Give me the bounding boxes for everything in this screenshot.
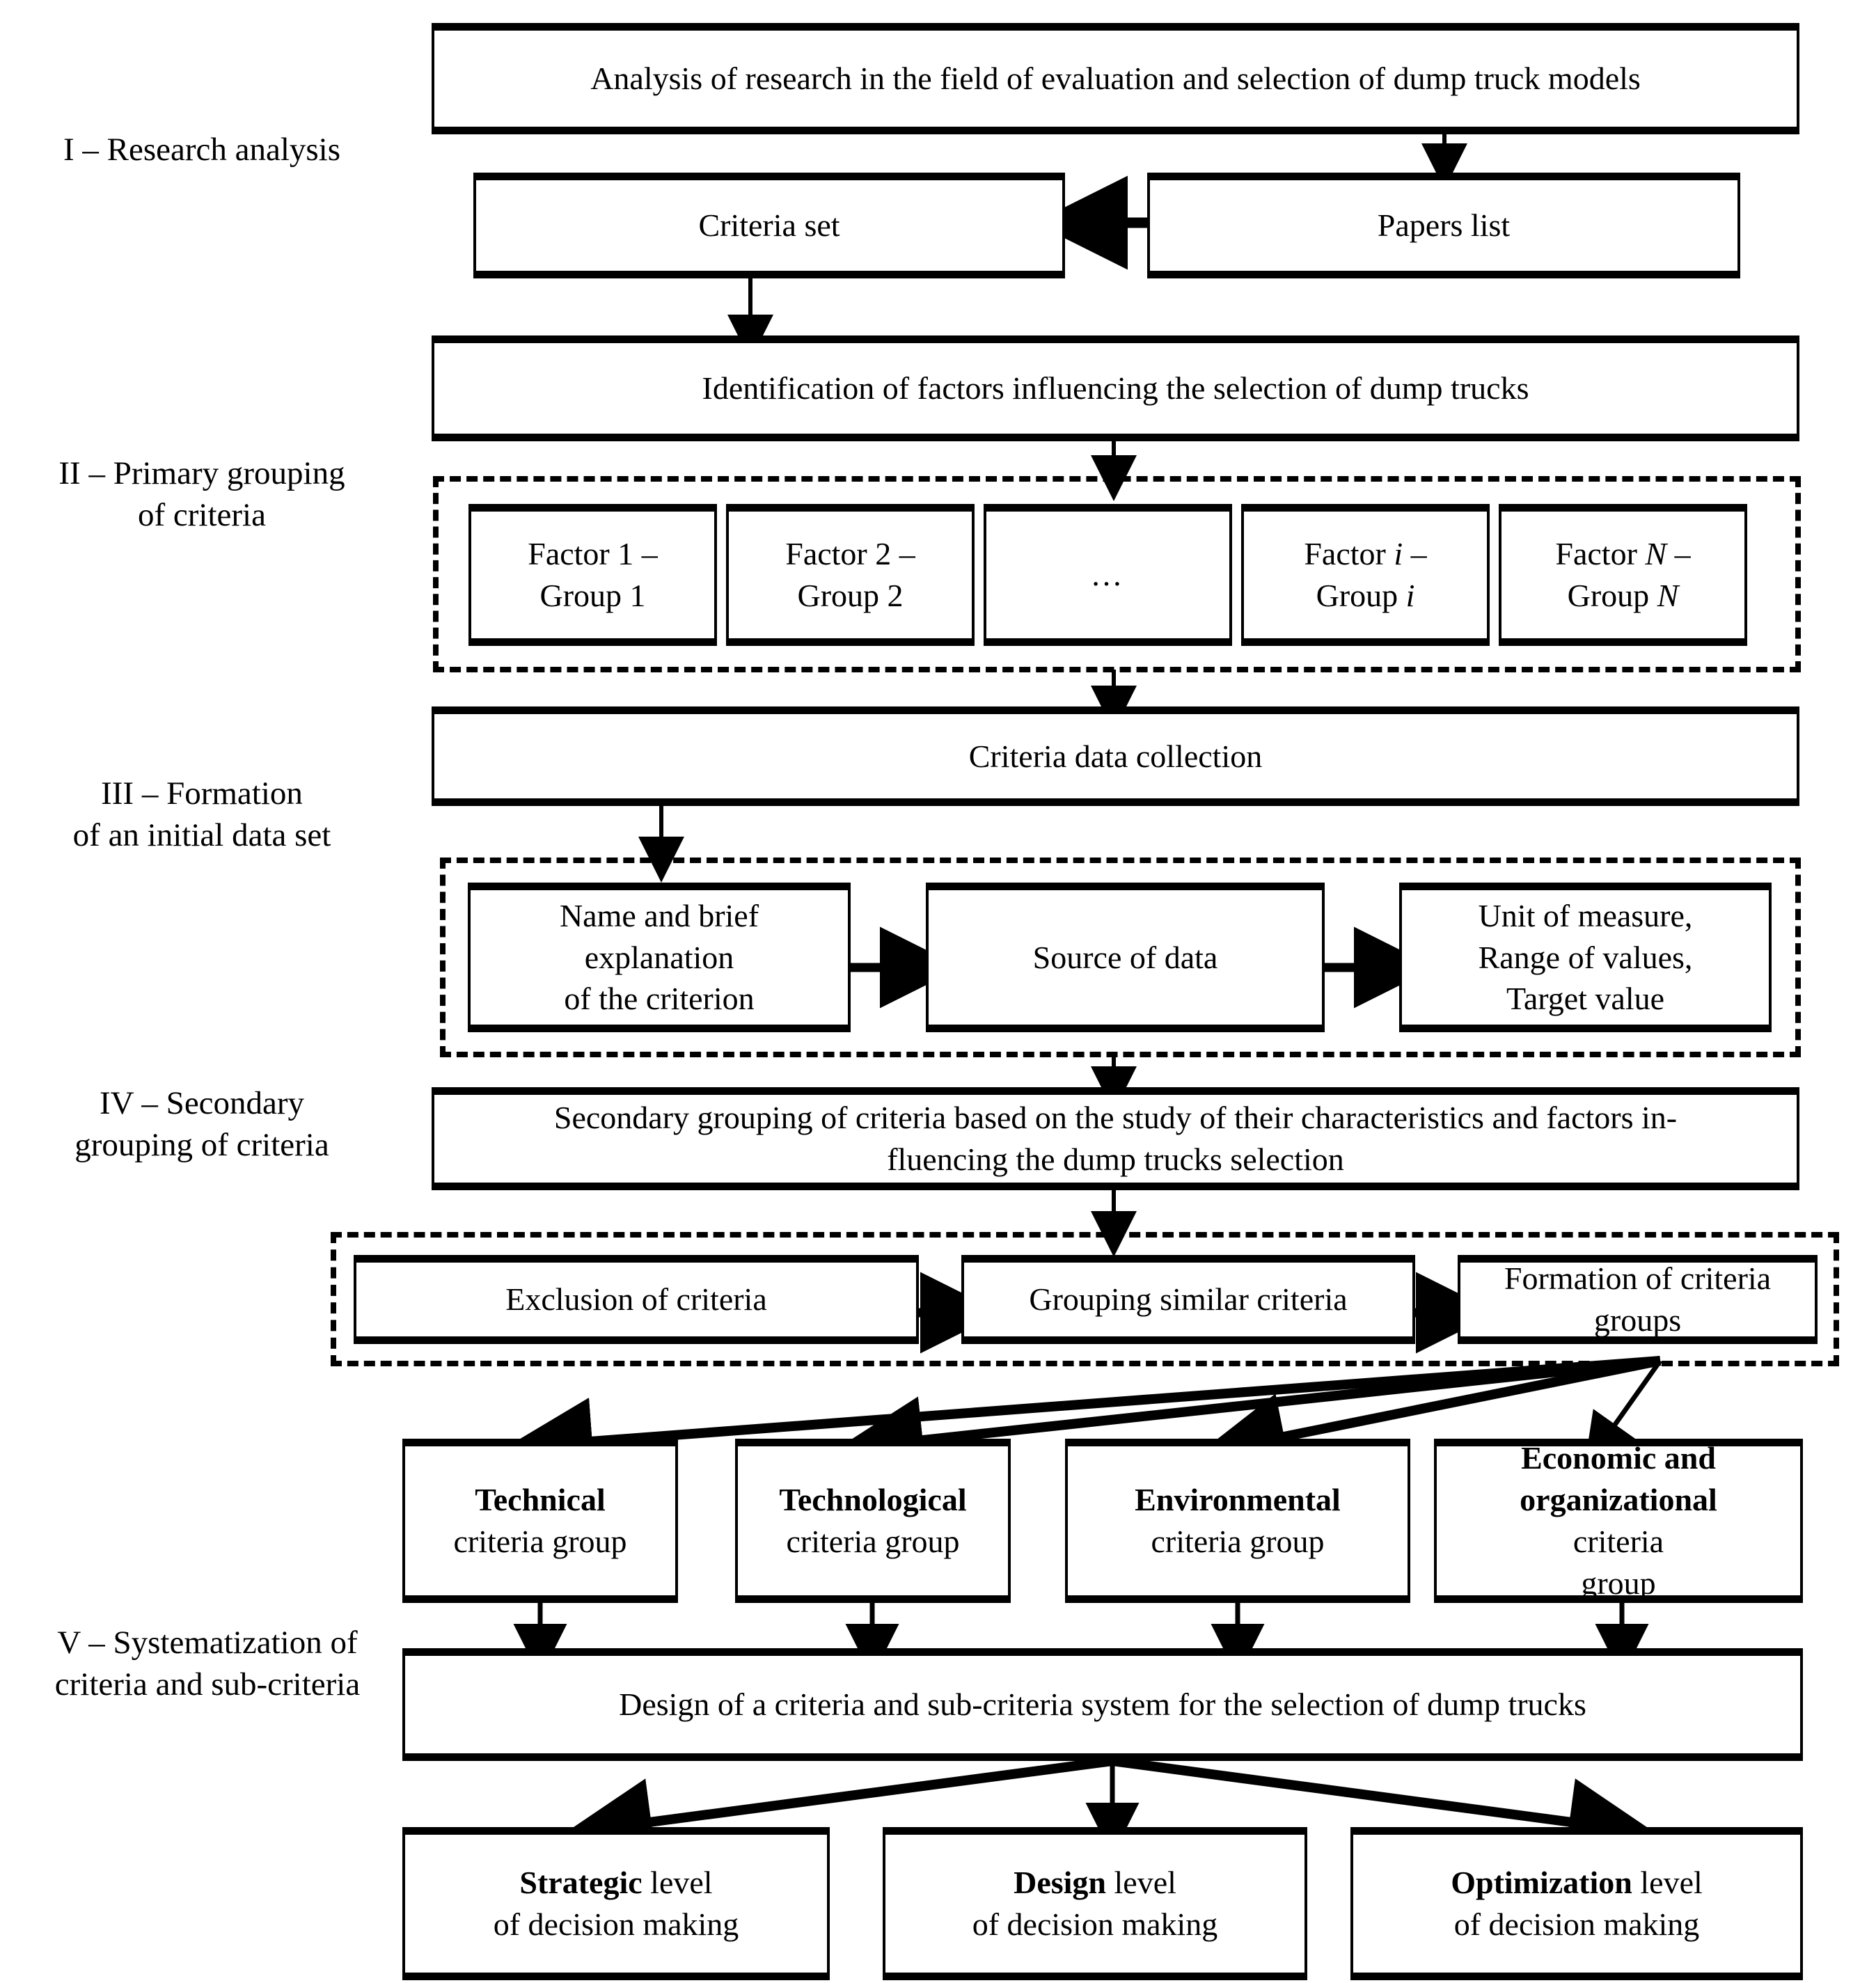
node-design-level-title: Design level xyxy=(1014,1865,1176,1901)
node-factor-group-i[interactable]: Factor i – Group i xyxy=(1241,504,1490,646)
node-design-of-system[interactable]: Design of a criteria and sub-criteria sy… xyxy=(402,1648,1803,1761)
node-formation-of-criteria-groups[interactable]: Formation of criteria groups xyxy=(1458,1255,1818,1344)
node-formation-of-criteria-groups-label: Formation of criteria groups xyxy=(1504,1261,1772,1338)
node-factor-group-i-line1: Factor i – xyxy=(1304,536,1427,572)
node-exclusion-of-criteria-label: Exclusion of criteria xyxy=(505,1281,767,1318)
node-identification-of-factors-label: Identification of factors influencing th… xyxy=(702,370,1529,406)
node-technological-criteria-group-rest: criteria group xyxy=(786,1524,960,1559)
edge-formation-to-economic xyxy=(1584,1359,1662,1469)
node-optimization-level-title: Optimization level xyxy=(1451,1865,1703,1901)
node-technological-criteria-group-strong: Technological xyxy=(779,1482,967,1518)
node-factor-group-n[interactable]: Factor N – Group N xyxy=(1499,504,1747,646)
node-factor-group-2[interactable]: Factor 2 – Group 2 xyxy=(726,504,975,646)
node-design-level[interactable]: Design level of decision making xyxy=(883,1827,1307,1980)
node-grouping-similar-criteria[interactable]: Grouping similar criteria xyxy=(961,1255,1415,1344)
node-factor-group-i-line2: Group i xyxy=(1316,578,1415,613)
stage-label-III: III – Formation of an initial data set xyxy=(72,775,331,854)
node-source-of-data[interactable]: Source of data xyxy=(926,883,1325,1032)
node-analysis-of-research-label: Analysis of research in the field of eva… xyxy=(590,61,1641,97)
node-technological-criteria-group[interactable]: Technological criteria group xyxy=(735,1439,1011,1603)
node-optimization-level[interactable]: Optimization level of decision making xyxy=(1350,1827,1803,1980)
node-secondary-grouping[interactable]: Secondary grouping of criteria based on … xyxy=(432,1087,1799,1190)
edge-formation-to-technical xyxy=(505,1356,1661,1485)
node-factor-group-1-line2: Group 1 xyxy=(539,578,646,613)
node-name-and-explanation-label: Name and brief explanation of the criter… xyxy=(559,897,759,1017)
node-environmental-criteria-group-strong: Environmental xyxy=(1135,1482,1341,1518)
node-environmental-criteria-group-rest: criteria group xyxy=(1151,1524,1325,1559)
node-strategic-level[interactable]: Strategic level of decision making xyxy=(402,1827,830,1980)
node-factor-group-1[interactable]: Factor 1 – Group 1 xyxy=(468,504,717,646)
node-factor-group-1-line1: Factor 1 – xyxy=(528,536,658,572)
node-factor-group-2-line1: Factor 2 – xyxy=(785,536,915,572)
edge-design-to-strategic xyxy=(564,1756,1113,1866)
node-strategic-level-title: Strategic level xyxy=(519,1865,713,1901)
stage-label-V: V – Systematization of criteria and sub-… xyxy=(54,1625,361,1703)
node-criteria-data-collection-label: Criteria data collection xyxy=(968,738,1263,774)
node-grouping-similar-criteria-label: Grouping similar criteria xyxy=(1029,1281,1348,1318)
node-technical-criteria-group[interactable]: Technical criteria group xyxy=(402,1439,678,1603)
stage-label-IV: IV – Secondary grouping of criteria xyxy=(74,1085,329,1164)
node-economic-organizational-criteria-group-rest: criteria group xyxy=(1572,1524,1664,1601)
node-criteria-set[interactable]: Criteria set xyxy=(473,173,1065,278)
node-secondary-grouping-label: Secondary grouping of criteria based on … xyxy=(553,1100,1678,1177)
node-design-of-system-label: Design of a criteria and sub-criteria sy… xyxy=(619,1686,1586,1723)
node-economic-organizational-criteria-group[interactable]: Economic and organizational criteria gro… xyxy=(1434,1439,1803,1603)
node-environmental-criteria-group[interactable]: Environmental criteria group xyxy=(1065,1439,1410,1603)
node-name-and-explanation[interactable]: Name and brief explanation of the criter… xyxy=(468,883,851,1032)
node-economic-organizational-criteria-group-strong: Economic and organizational xyxy=(1520,1440,1717,1518)
initial-data-set-container xyxy=(440,858,1801,1057)
node-design-level-sub: of decision making xyxy=(972,1906,1218,1942)
node-technical-criteria-group-strong: Technical xyxy=(475,1482,606,1518)
node-optimization-level-sub: of decision making xyxy=(1453,1906,1700,1942)
stage-label-I: I – Research analysis xyxy=(63,132,341,168)
node-strategic-level-sub: of decision making xyxy=(493,1906,739,1942)
node-papers-list[interactable]: Papers list xyxy=(1147,173,1740,278)
stage-label-II: II – Primary grouping of criteria xyxy=(58,455,345,534)
node-technical-criteria-group-rest: criteria group xyxy=(453,1524,627,1559)
node-factor-group-2-line2: Group 2 xyxy=(797,578,904,613)
node-source-of-data-label: Source of data xyxy=(1032,939,1218,975)
edge-design-to-optimization xyxy=(1112,1756,1657,1866)
node-analysis-of-research[interactable]: Analysis of research in the field of eva… xyxy=(432,23,1799,134)
node-criteria-set-label: Criteria set xyxy=(698,207,840,244)
node-exclusion-of-criteria[interactable]: Exclusion of criteria xyxy=(354,1255,919,1344)
node-factor-group-ellipsis-label: … xyxy=(1090,557,1126,593)
node-unit-range-target-label: Unit of measure, Range of values, Target… xyxy=(1478,897,1693,1017)
node-unit-range-target[interactable]: Unit of measure, Range of values, Target… xyxy=(1399,883,1772,1032)
node-factor-group-n-line1: Factor N – xyxy=(1555,536,1691,572)
node-criteria-data-collection[interactable]: Criteria data collection xyxy=(432,706,1799,806)
node-identification-of-factors[interactable]: Identification of factors influencing th… xyxy=(432,335,1799,441)
node-papers-list-label: Papers list xyxy=(1377,207,1511,244)
edge-formation-to-environmental xyxy=(1198,1356,1662,1480)
node-factor-group-ellipsis: … xyxy=(984,504,1232,646)
edge-formation-to-technological xyxy=(835,1356,1661,1484)
node-factor-group-n-line2: Group N xyxy=(1567,578,1679,613)
